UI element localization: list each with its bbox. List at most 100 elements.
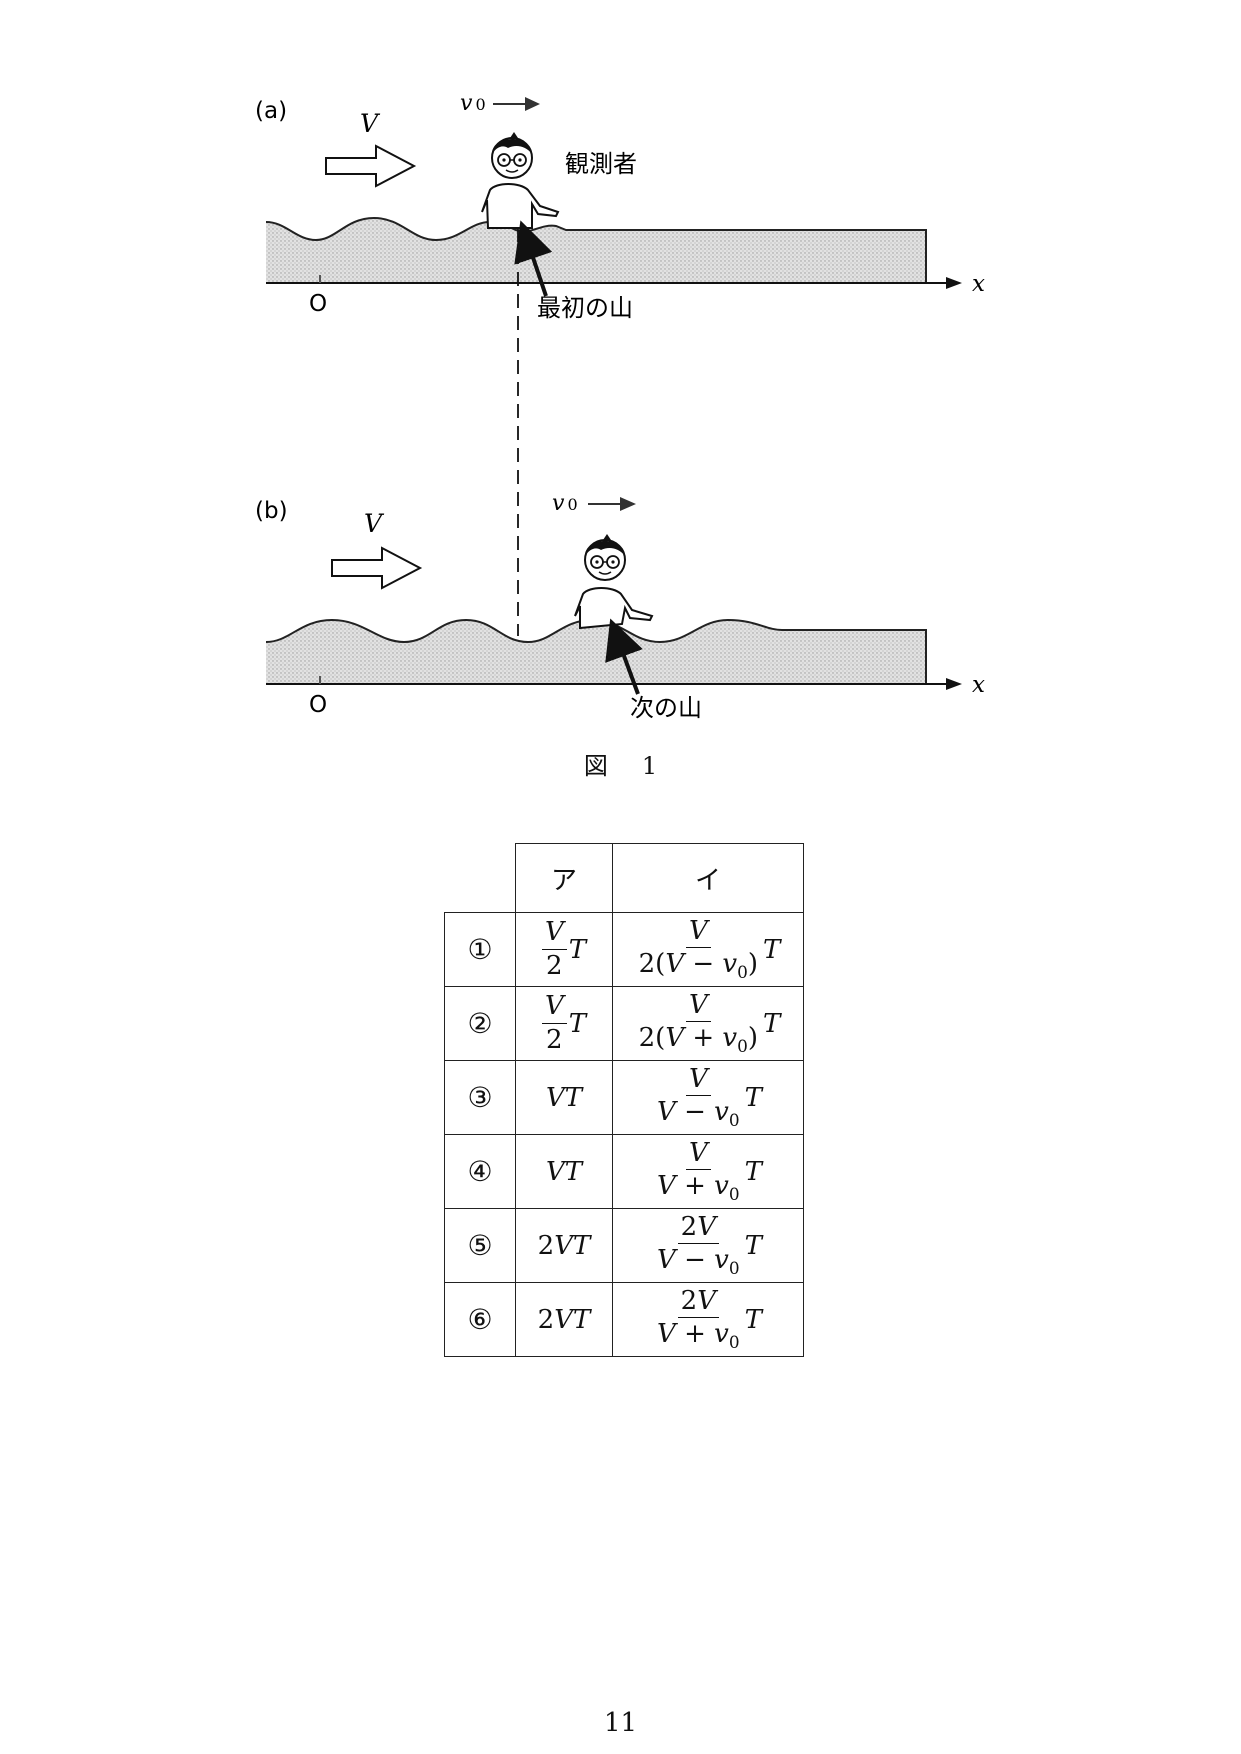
choice-a-suffix: T (568, 934, 587, 965)
choice-number: ⑥ (444, 1282, 516, 1357)
x-axis-label-a: x (972, 271, 985, 297)
next-crest-label: 次の山 (630, 694, 702, 722)
observer-speed-label-b: v (552, 491, 565, 516)
choice-a-expression: 2VT (537, 1230, 591, 1261)
choice-number: ③ (444, 1060, 516, 1135)
water-surface-b (265, 618, 927, 684)
wave-speed-label-a: V (360, 109, 381, 138)
choice-number-label: ⑤ (467, 1229, 493, 1262)
choice-number-label: ④ (467, 1155, 493, 1188)
origin-label-b: O (309, 692, 327, 718)
svg-text:v0: v0 (460, 91, 486, 116)
choice-a-cell: 2VT (515, 1208, 613, 1283)
choice-number-label: ⑥ (467, 1303, 493, 1336)
choice-number: ⑤ (444, 1208, 516, 1283)
header-blank-cell (444, 843, 516, 913)
x-axis-arrowhead-a (946, 277, 962, 289)
choice-a-numerator: V (541, 992, 567, 1024)
choice-i-suffix: T (744, 1304, 762, 1335)
wave-speed-label-b: V (364, 509, 385, 538)
panel-a-label: (a) (255, 98, 287, 124)
choice-a-expression: 2VT (537, 1304, 591, 1335)
caption-prefix: 図 (583, 752, 608, 780)
choice-a-expression: VT (545, 1156, 583, 1187)
x-axis-arrowhead-b (946, 678, 962, 690)
svg-text:v0: v0 (552, 491, 578, 516)
choice-a-numerator: V (541, 918, 567, 950)
choice-i-numerator: V (685, 917, 711, 949)
origin-label-a: O (309, 291, 327, 317)
choice-i-denominator: V + v0 (657, 1171, 740, 1205)
page-number: 11 (603, 1708, 638, 1738)
choice-a-denominator: 2 (546, 951, 563, 981)
water-b (266, 620, 926, 684)
choice-i-denominator: 2(V + v0) (638, 1023, 759, 1057)
observer-a (481, 132, 560, 229)
choice-number: ① (444, 912, 516, 987)
choice-a-cell: 2VT (515, 1282, 613, 1357)
observer-b (574, 534, 654, 630)
choice-i-numerator: V (685, 1139, 711, 1171)
choice-number: ④ (444, 1134, 516, 1209)
choice-i-numerator: 2V (677, 1213, 719, 1245)
choice-i-suffix: T (744, 1156, 762, 1187)
table-header-row: ア イ (444, 843, 804, 913)
choice-number-label: ② (467, 1007, 493, 1040)
choice-a-denominator: 2 (546, 1025, 563, 1055)
choice-i-numerator: V (685, 991, 711, 1023)
x-axis-label-b: x (972, 672, 985, 698)
wave-direction-arrow-a (325, 144, 417, 188)
choice-i-denominator: V + v0 (657, 1319, 740, 1353)
wave-direction-arrow-b (331, 546, 423, 590)
caption-number: 1 (641, 752, 658, 780)
choice-number-label: ① (467, 933, 493, 966)
water-a (266, 218, 926, 282)
panel-b-label: (b) (255, 498, 288, 524)
choice-a-expression: VT (545, 1082, 583, 1113)
first-crest-label: 最初の山 (537, 294, 633, 322)
header-col-a: ア (515, 843, 613, 913)
choice-i-suffix: T (744, 1082, 762, 1113)
choice-i-denominator: V − v0 (657, 1097, 740, 1131)
first-crest-pointer (514, 220, 553, 297)
choice-number-label: ③ (467, 1081, 493, 1114)
observer-velocity-arrow-a (493, 97, 540, 111)
observer-label: 観測者 (565, 150, 637, 178)
choice-i-denominator: 2(V − v0) (638, 949, 759, 983)
choice-number: ② (444, 986, 516, 1061)
choice-a-cell: VT (515, 1060, 613, 1135)
observer-speed-label-a: v (460, 91, 473, 116)
choice-i-denominator: V − v0 (657, 1245, 740, 1279)
